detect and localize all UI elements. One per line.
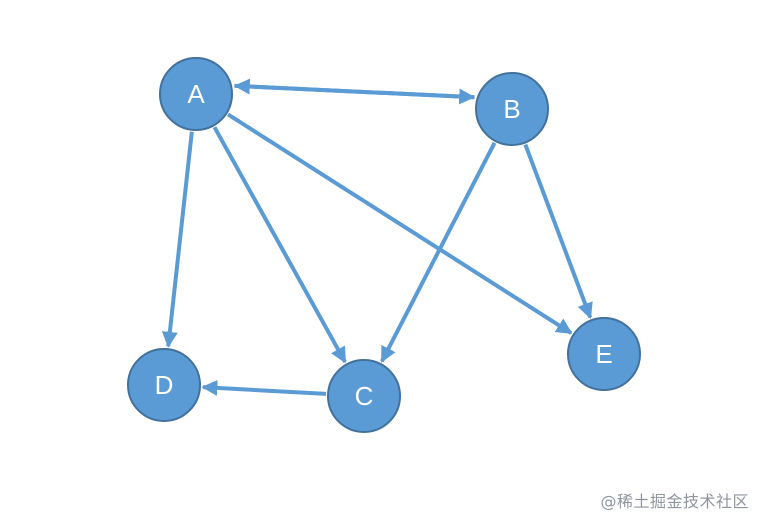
node-label: B xyxy=(503,94,520,124)
node-label: A xyxy=(187,79,205,109)
node-b: B xyxy=(475,72,549,146)
node-circle xyxy=(567,317,641,391)
watermark-text: @稀土掘金技术社区 xyxy=(600,492,749,511)
node-circle xyxy=(327,359,401,433)
node-circle xyxy=(127,348,201,422)
node-circle xyxy=(475,72,549,146)
edge-a-to-d xyxy=(161,131,194,348)
edges-layer xyxy=(161,78,593,396)
edge-b-to-c xyxy=(380,141,497,363)
edge-b-to-a xyxy=(233,78,475,100)
node-d: D xyxy=(127,348,201,422)
node-a: A xyxy=(159,57,233,131)
node-e: E xyxy=(567,317,641,391)
edge-a-to-c xyxy=(212,126,347,364)
nodes-layer: A B C D E xyxy=(127,57,641,433)
node-c: C xyxy=(327,359,401,433)
edge-a-to-e xyxy=(226,112,573,335)
node-label: E xyxy=(595,339,612,369)
node-circle xyxy=(159,57,233,131)
edge-b-to-e xyxy=(523,143,593,319)
node-label: C xyxy=(355,381,374,411)
edge-c-to-d xyxy=(201,379,327,396)
node-label: D xyxy=(155,370,174,400)
